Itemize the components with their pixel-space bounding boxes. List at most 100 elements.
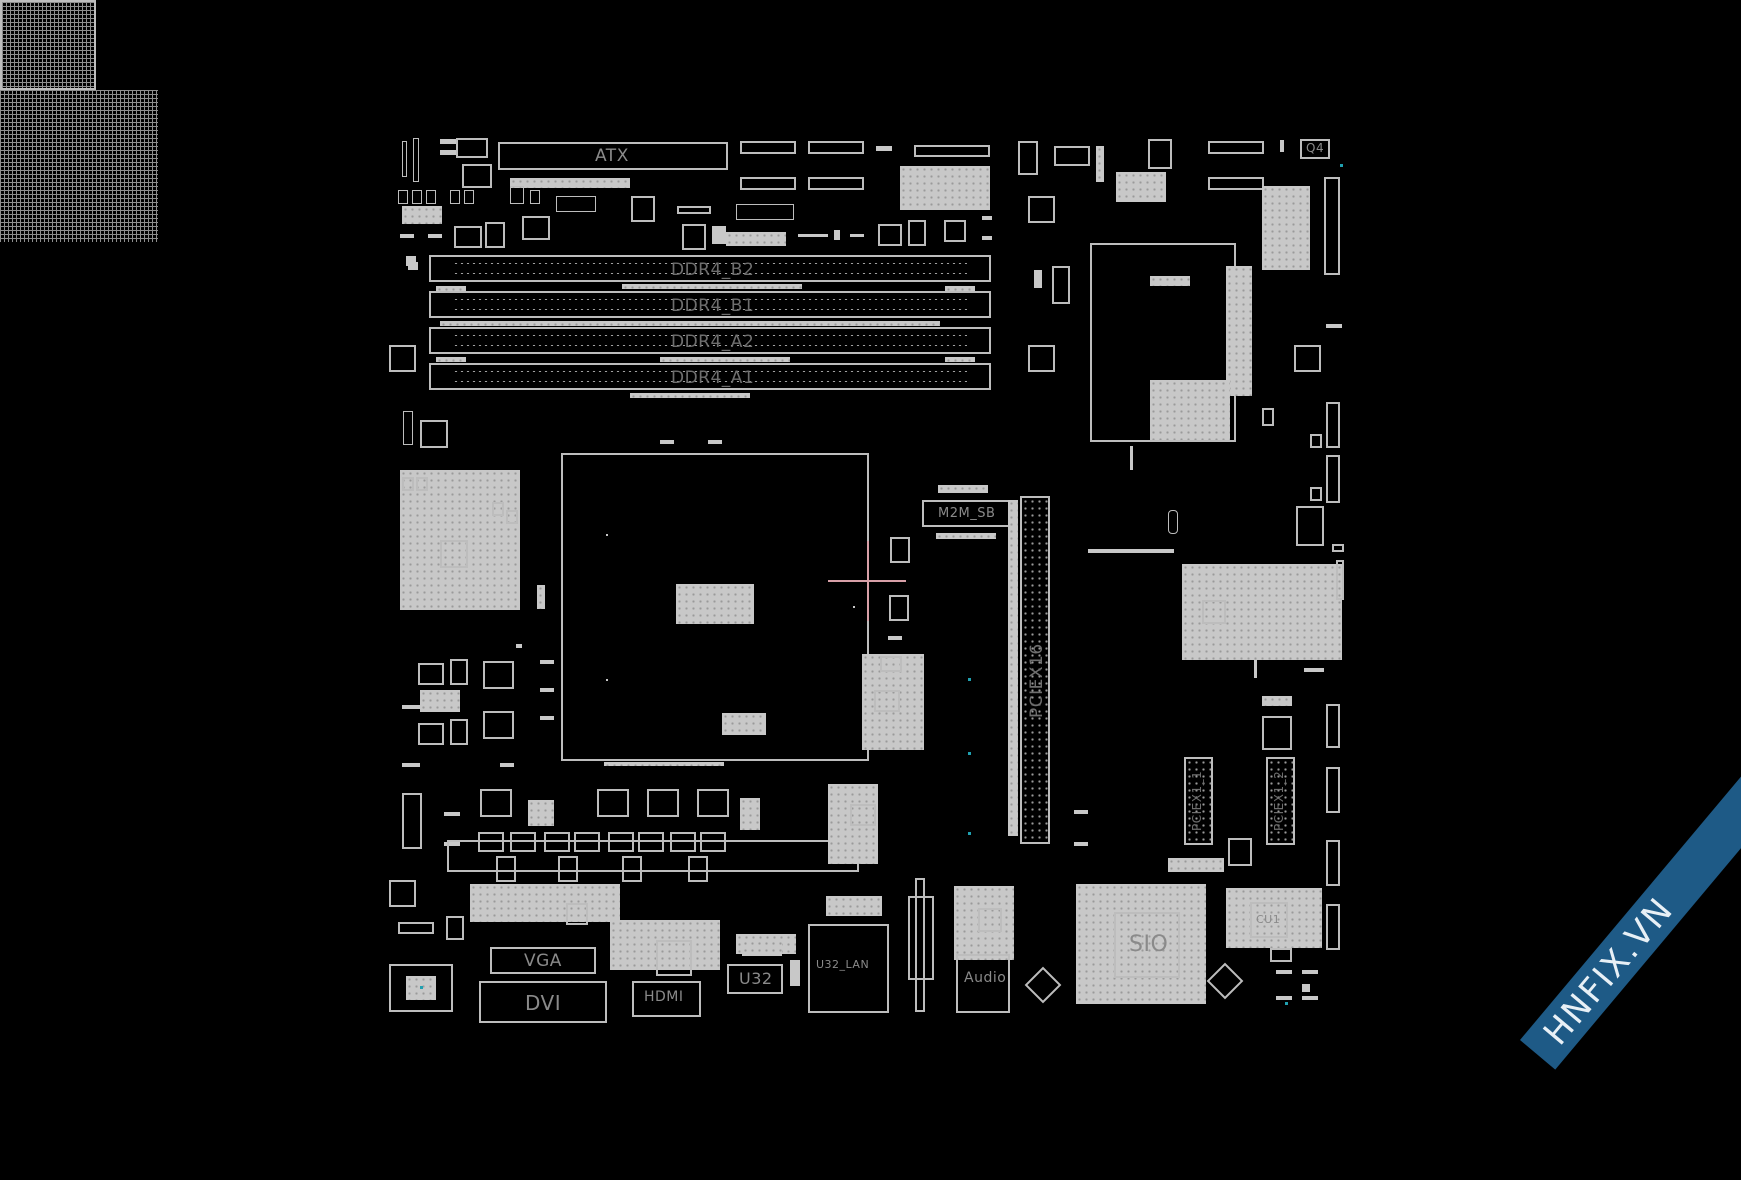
header-vertical[interactable] (1326, 455, 1340, 503)
component[interactable] (682, 224, 706, 250)
component[interactable] (522, 216, 550, 240)
mosfet[interactable] (450, 659, 468, 685)
header-vertical[interactable] (1324, 177, 1340, 275)
component[interactable] (631, 196, 655, 222)
dimm-slot-a2[interactable]: DDR4_A2 (429, 327, 991, 354)
component[interactable] (440, 150, 456, 155)
pcie-x1-2-label: PCIEX1_2 (1272, 770, 1286, 831)
choke[interactable] (483, 711, 514, 739)
atx-label: ATX (595, 146, 629, 166)
choke[interactable] (697, 789, 729, 817)
component[interactable] (944, 220, 966, 242)
component[interactable] (402, 141, 407, 177)
component[interactable] (878, 224, 902, 246)
component[interactable] (413, 138, 419, 182)
component[interactable] (1296, 506, 1324, 546)
header-vertical[interactable] (1326, 840, 1340, 886)
audio-jack[interactable]: Audio (956, 954, 1010, 1013)
component[interactable] (1018, 141, 1038, 175)
choke[interactable] (480, 789, 512, 817)
vrm-ic[interactable] (440, 540, 468, 568)
component[interactable] (456, 138, 488, 158)
choke[interactable] (647, 789, 679, 817)
mosfet[interactable] (418, 723, 444, 745)
fan-header[interactable] (808, 141, 864, 154)
m2-slot[interactable]: M2M_SB (922, 500, 1018, 527)
lan-usb-port[interactable]: U32_LAN (808, 924, 889, 1013)
fan-header[interactable] (1208, 141, 1264, 154)
dvi-port[interactable]: DVI (479, 981, 607, 1023)
component[interactable] (1148, 139, 1172, 169)
component[interactable] (440, 139, 456, 144)
component[interactable] (876, 146, 892, 151)
header-vertical[interactable] (1326, 402, 1340, 448)
vga-label: VGA (524, 951, 562, 971)
component[interactable] (1228, 838, 1252, 866)
audio-codec[interactable] (978, 908, 1002, 932)
cu1-chip[interactable]: CU1 (1250, 902, 1288, 938)
fan-header[interactable] (740, 141, 796, 154)
header-vertical[interactable] (908, 896, 934, 980)
fan-header[interactable] (1208, 177, 1264, 190)
dimm-slot-b1[interactable]: DDR4_B1 (429, 291, 991, 318)
header-vertical[interactable] (1326, 767, 1340, 813)
trace (1088, 549, 1174, 553)
header-vertical[interactable] (915, 878, 925, 1012)
dimm-a1-label: DDR4_A1 (671, 368, 755, 388)
mosfet[interactable] (418, 663, 444, 685)
hdmi-port[interactable]: HDMI (632, 981, 701, 1017)
super-io-chip[interactable]: SIO (1114, 912, 1180, 978)
mounting-hole (1028, 345, 1055, 372)
component[interactable] (908, 220, 926, 246)
component[interactable] (462, 164, 492, 188)
u32-label: U32 (739, 969, 773, 988)
vga-ic[interactable] (656, 940, 692, 976)
chipset-pch[interactable] (0, 0, 96, 90)
fan-header[interactable] (740, 177, 796, 190)
pcie-x16-label: PCIEX16 (1027, 643, 1047, 718)
atx-power-connector[interactable]: ATX (498, 142, 728, 170)
pcie-x1-1-slot[interactable]: PCIEX1_1 (1184, 757, 1213, 845)
header[interactable] (914, 145, 990, 157)
dimm-b1-label: DDR4_B1 (671, 296, 755, 316)
header-vertical[interactable] (402, 793, 422, 849)
header-vertical[interactable] (1326, 704, 1340, 748)
mosfet[interactable] (450, 719, 468, 745)
choke[interactable] (483, 661, 514, 689)
dimm-b2-label: DDR4_B2 (671, 260, 755, 280)
q4-label: Q4 (1306, 141, 1325, 155)
cu1-label: CU1 (1256, 913, 1281, 926)
mounting-hole (389, 880, 416, 907)
component[interactable] (1202, 600, 1226, 624)
vrm-controller[interactable] (420, 420, 448, 448)
component[interactable] (1262, 716, 1292, 750)
component[interactable] (1054, 146, 1090, 166)
hdmi-label: HDMI (644, 989, 684, 1005)
fan-header[interactable] (808, 177, 864, 190)
component[interactable] (1168, 510, 1178, 534)
choke[interactable] (597, 789, 629, 817)
lan-usb-label: U32_LAN (816, 958, 870, 971)
q4-component[interactable]: Q4 (1300, 139, 1330, 159)
ps2-port[interactable] (389, 964, 453, 1012)
header-vertical[interactable] (1326, 904, 1340, 950)
dimm-slot-a1[interactable]: DDR4_A1 (429, 363, 991, 390)
dimm-slot-b2[interactable]: DDR4_B2 (429, 255, 991, 282)
vga-port[interactable]: VGA (490, 947, 596, 974)
component[interactable] (889, 595, 909, 621)
mounting-hole (389, 345, 416, 372)
mosfet[interactable] (454, 226, 482, 248)
mounting-hole (1028, 196, 1055, 223)
component[interactable] (890, 537, 910, 563)
component[interactable] (677, 206, 711, 214)
cpu-pad-array[interactable] (0, 90, 158, 242)
component[interactable] (1052, 266, 1070, 304)
component[interactable] (1262, 408, 1274, 426)
usb-u32-port[interactable]: U32 (727, 964, 783, 994)
pcie-x16-slot[interactable]: PCIEX16 (1020, 496, 1050, 844)
component[interactable] (398, 922, 434, 934)
pcie-x1-2-slot[interactable]: PCIEX1_2 (1266, 757, 1295, 845)
mounting-hole (1294, 345, 1321, 372)
mosfet[interactable] (485, 222, 505, 248)
